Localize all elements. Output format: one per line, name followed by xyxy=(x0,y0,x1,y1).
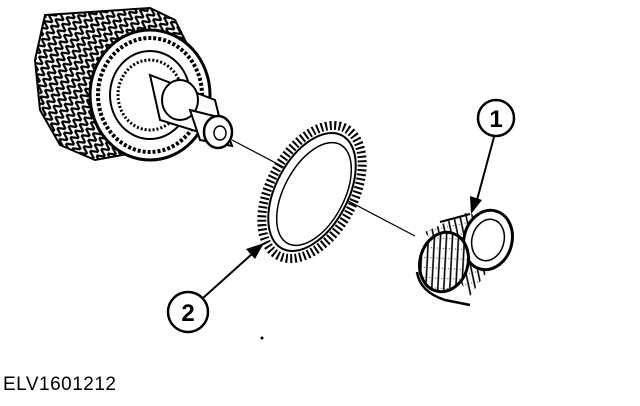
callout-2-arrowhead xyxy=(246,243,264,259)
callout-1-arrowhead xyxy=(470,196,482,214)
callout-2-label: 2 xyxy=(181,300,194,327)
callout-1-label: 1 xyxy=(489,106,502,133)
figure-code: ELV1601212 xyxy=(3,374,117,395)
needle-bearing xyxy=(415,208,514,307)
callout-2: 2 xyxy=(166,243,264,334)
output-shaft xyxy=(148,73,234,150)
speck-mark xyxy=(260,336,264,340)
callout-1: 1 xyxy=(470,98,516,214)
synchronizer-ring xyxy=(257,120,367,264)
